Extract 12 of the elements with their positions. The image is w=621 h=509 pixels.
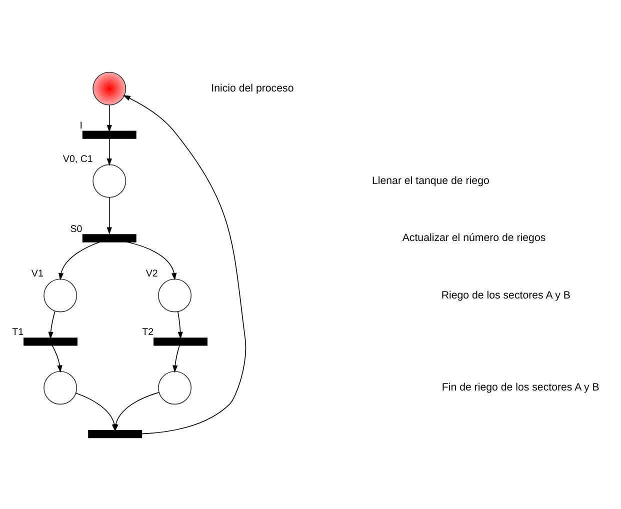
node-label: T1 bbox=[12, 326, 24, 338]
label: Inicio del proceso bbox=[211, 82, 294, 94]
label: Fin de riego de los sectores A y B bbox=[442, 381, 600, 394]
label: Riego de los sectores A y B bbox=[441, 288, 570, 301]
node-label: T2 bbox=[142, 326, 154, 338]
node-label: S0 bbox=[70, 223, 82, 234]
node-label: V1 bbox=[31, 268, 44, 279]
node-label: V2 bbox=[146, 268, 158, 279]
label: Actualizar el número de riegos bbox=[402, 232, 546, 244]
node-label: V0, C1 bbox=[62, 153, 93, 164]
node-label: I bbox=[80, 120, 83, 131]
label: Llenar el tanque de riego bbox=[372, 174, 490, 186]
